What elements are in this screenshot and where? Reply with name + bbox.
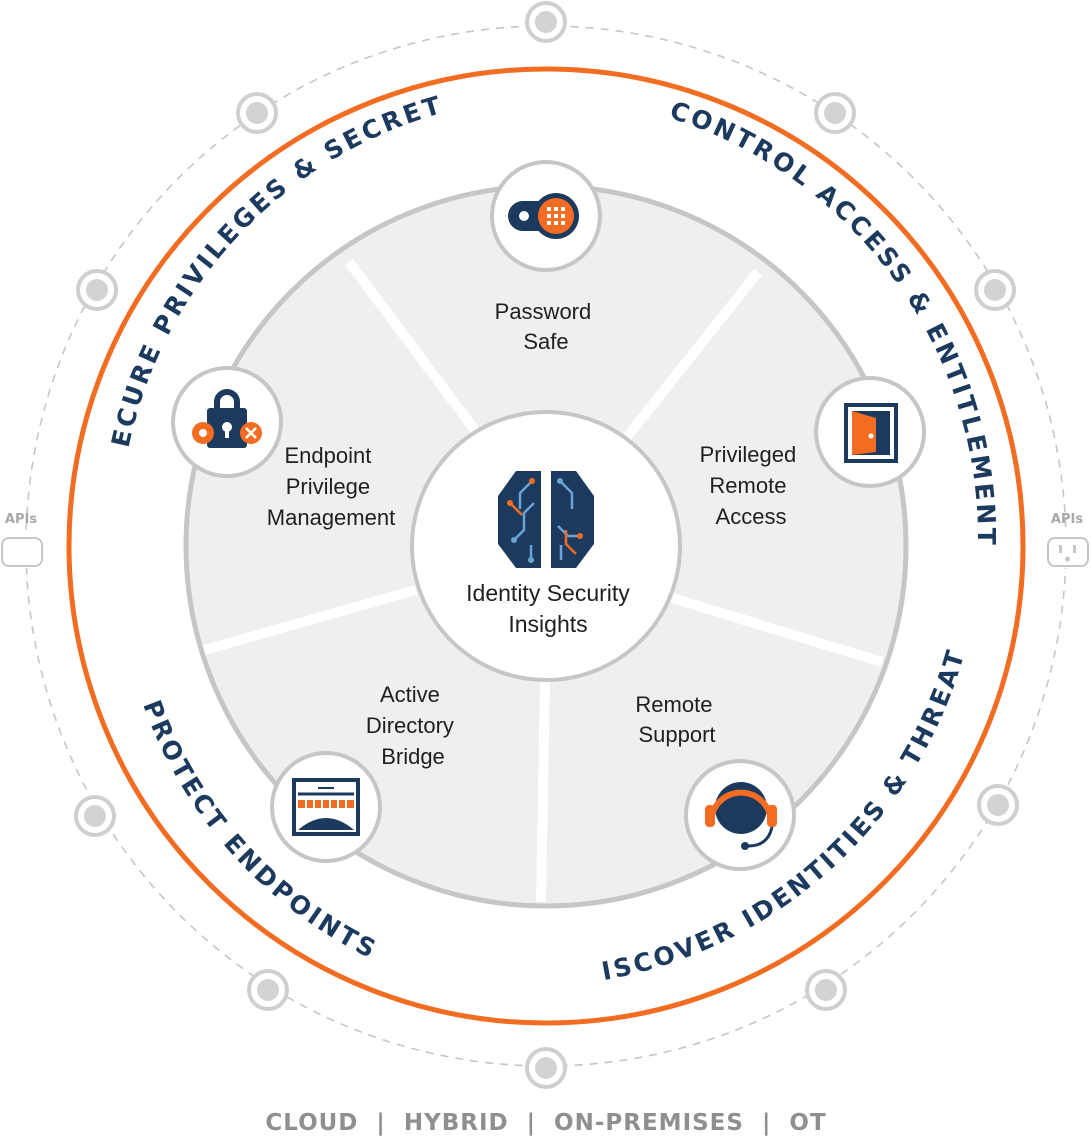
segment-label-active-directory-bridge: Active Directory Bridge (366, 682, 460, 769)
segment-label-privileged-remote-access: Privileged Remote Access (700, 442, 803, 529)
connector-node (236, 92, 278, 134)
door-icon (844, 403, 898, 463)
deployment-options-footer: CLOUD | HYBRID | ON-PREMISES | OT (265, 1110, 827, 1136)
wheel-dividers (202, 259, 884, 903)
api-plug-icon (1047, 537, 1089, 567)
lock-icon-badge (171, 366, 283, 478)
connector-node (76, 269, 118, 311)
segment-label-password-safe: Password Safe (495, 299, 598, 354)
connector-node (805, 969, 847, 1011)
password-safe-icon-badge (490, 160, 602, 272)
api-right-label: APIs (1051, 512, 1083, 527)
segment-label-remote-support: Remote Support (635, 692, 718, 747)
password-safe-icon (508, 193, 579, 239)
lock-icon (192, 389, 262, 448)
connector-node (525, 1, 567, 43)
connector-nodes (74, 1, 1019, 1089)
door-icon-badge (814, 376, 926, 488)
center-circle (410, 410, 682, 682)
connector-node (974, 269, 1016, 311)
api-left-label: APIs (5, 512, 37, 527)
connector-node (247, 969, 289, 1011)
headset-icon-badge (684, 759, 796, 871)
api-left: APIs (0, 512, 44, 568)
connector-node (814, 92, 856, 134)
center-title-line2: Insights (508, 611, 587, 637)
brain-circuit-icon (498, 471, 594, 568)
segment-label-endpoint-privilege-management: Endpoint Privilege Management (267, 443, 395, 530)
connector-node (977, 784, 1019, 826)
bridge-icon (292, 778, 360, 836)
api-right: APIs (1046, 512, 1092, 568)
bridge-icon-badge (270, 751, 382, 863)
center-title-line1: Identity Security (466, 580, 630, 606)
connector-node (74, 795, 116, 837)
api-plug-icon (1, 537, 43, 567)
headset-icon (705, 782, 777, 850)
connector-node (525, 1047, 567, 1089)
